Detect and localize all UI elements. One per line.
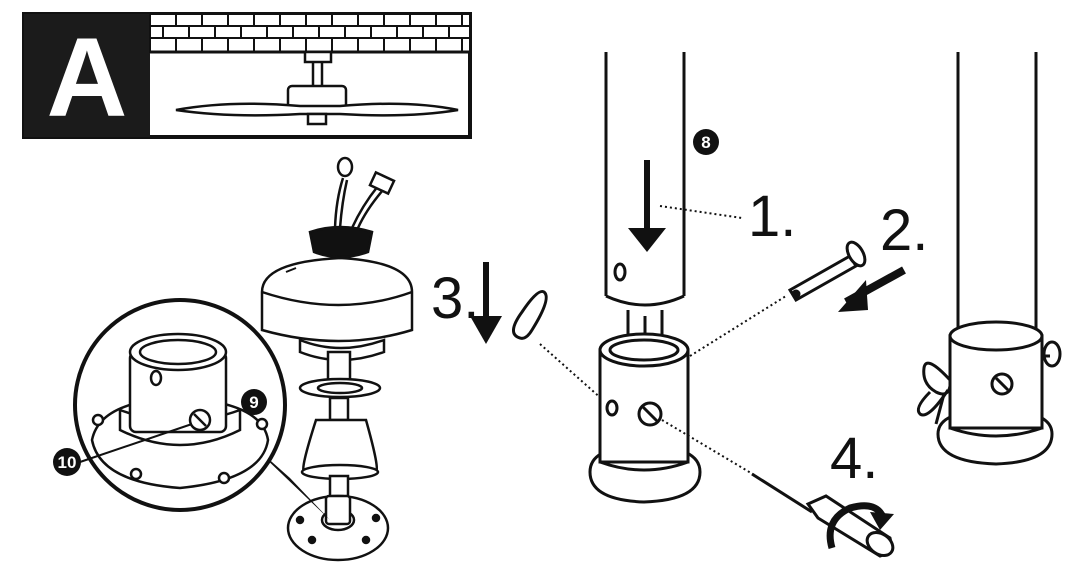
- hairpin-clip: [512, 289, 548, 340]
- svg-text:9: 9: [249, 393, 258, 412]
- ceiling-bricks: [149, 13, 471, 54]
- fan-silhouette: [175, 50, 459, 126]
- wire-plug: [368, 170, 396, 196]
- step-4-guide: [661, 419, 757, 477]
- downrod-assembled: [916, 52, 1062, 466]
- step-1-label: 1.: [748, 184, 796, 249]
- badge-canopy-bracket: 9: [241, 389, 267, 415]
- step-4-label: 4.: [830, 426, 878, 491]
- step-2-label: 2.: [880, 198, 928, 263]
- panel-a: A: [22, 12, 472, 140]
- fan-motor-assembly: [260, 156, 414, 562]
- rotate-arrowhead: [870, 512, 894, 530]
- rotate-arrow: [826, 502, 888, 549]
- step-3-down-arrow: [470, 262, 502, 344]
- downrod-collar: [588, 332, 702, 504]
- badge-set-screw: 10: [53, 448, 81, 476]
- svg-text:10: 10: [58, 453, 77, 472]
- step-1-guide: [659, 205, 743, 219]
- detail-magnifier: [73, 298, 287, 512]
- clevis-pin: [787, 240, 867, 303]
- badge-downrod: 8: [693, 129, 719, 155]
- wire-connector-bulb: [336, 156, 354, 178]
- step-3-label: 3.: [431, 266, 479, 331]
- panel-letter-box: [24, 14, 150, 137]
- step-2-guide: [689, 295, 787, 357]
- step-2-arrowhead: [838, 280, 868, 312]
- svg-text:8: 8: [701, 133, 710, 152]
- screwdriver: [751, 472, 895, 558]
- step-1-down-arrow: [628, 160, 666, 252]
- panel-letter: A: [47, 15, 128, 140]
